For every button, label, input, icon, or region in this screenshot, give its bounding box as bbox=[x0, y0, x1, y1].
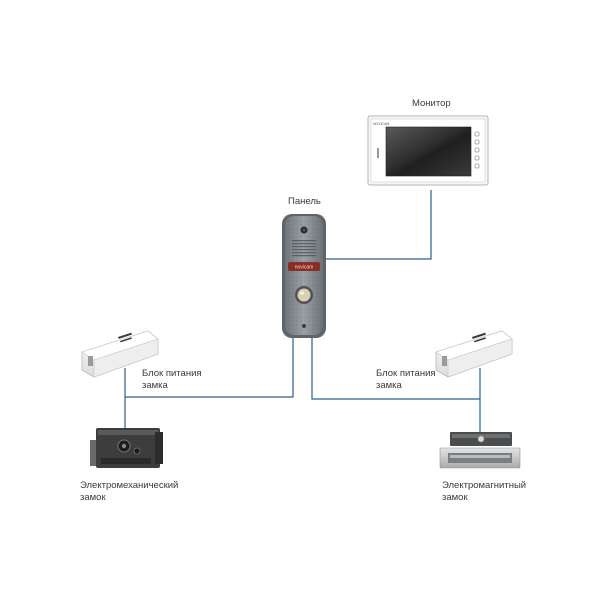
speaker-grille bbox=[292, 240, 316, 257]
psu-left-label-line1: Блок питания bbox=[142, 368, 202, 379]
panel-label-text: Панель bbox=[288, 196, 321, 207]
microphone-icon bbox=[302, 324, 306, 328]
electromechanical-lock-label-line2: замок bbox=[80, 492, 106, 503]
wires bbox=[124, 190, 481, 432]
psu-left-label: Блок питания замка bbox=[142, 368, 202, 392]
monitor-label: Монитор bbox=[412, 98, 451, 110]
monitor-screen bbox=[385, 126, 472, 177]
electromagnetic-lock-label: Электромагнитный замок bbox=[442, 480, 526, 504]
panel-brand-logo: novicam bbox=[295, 265, 314, 271]
electromagnetic-lock-device bbox=[439, 432, 521, 469]
brand-badge bbox=[288, 262, 320, 271]
panel-label: Панель bbox=[288, 196, 321, 208]
psu-left-device bbox=[81, 330, 159, 378]
monitor-device: NOVICAM bbox=[367, 115, 489, 186]
wire-panel-right bbox=[311, 337, 480, 400]
psu-right-device bbox=[435, 330, 513, 378]
monitor-brand-logo: NOVICAM bbox=[373, 122, 389, 126]
electromechanical-lock-label-line1: Электромеханический bbox=[80, 480, 179, 491]
monitor-label-text: Монитор bbox=[412, 98, 451, 109]
monitor-buttons bbox=[474, 131, 480, 169]
call-panel-device: novicam bbox=[282, 214, 326, 338]
wire-monitor-panel bbox=[322, 190, 432, 260]
psu-right-label-line2: замка bbox=[376, 380, 402, 391]
electromagnetic-lock-label-line2: замок bbox=[442, 492, 468, 503]
electromagnetic-lock-label-line1: Электромагнитный bbox=[442, 480, 527, 491]
psu-left-label-line2: замка bbox=[142, 380, 168, 391]
electromechanical-lock-label: Электромеханический замок bbox=[80, 480, 178, 504]
psu-right-label-line1: Блок питания bbox=[376, 368, 436, 379]
psu-right-label: Блок питания замка bbox=[376, 368, 436, 392]
wire-panel-left bbox=[125, 337, 294, 398]
electromechanical-lock-device bbox=[90, 428, 163, 468]
